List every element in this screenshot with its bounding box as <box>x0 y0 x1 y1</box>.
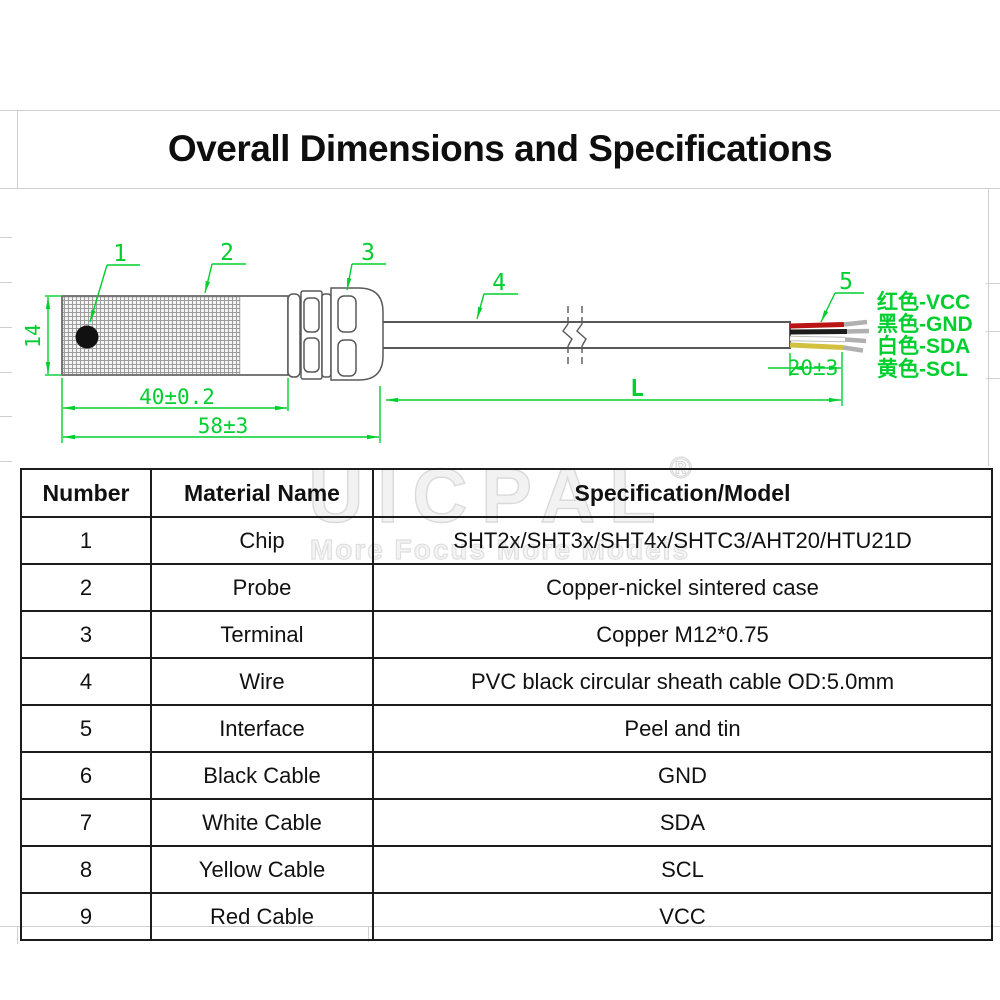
callout-4: 4 <box>492 270 506 296</box>
cell-spec: Copper M12*0.75 <box>372 610 993 659</box>
cable <box>383 321 791 349</box>
cell-material: Terminal <box>150 610 374 659</box>
col-header-number: Number <box>20 468 152 518</box>
dim-probe-lines <box>61 378 289 443</box>
dim-height-lines <box>45 295 61 376</box>
gridline <box>986 283 1000 284</box>
wire-label-black-gnd: 黑色-GND <box>877 312 973 336</box>
wire-label-red-vcc: 红色-VCC <box>877 290 970 314</box>
cell-number: 1 <box>20 516 152 565</box>
spec-table-wrap: Number Material Name Specification/Model… <box>20 468 993 941</box>
gridline <box>0 282 12 283</box>
dim-cable-length-label: L <box>630 376 644 402</box>
callout-leader-5 <box>820 292 864 323</box>
cell-number: 8 <box>20 845 152 894</box>
cell-material: Probe <box>150 563 374 612</box>
gridline <box>0 327 12 328</box>
cell-spec: SCL <box>372 845 993 894</box>
wire-red-tin <box>843 319 868 327</box>
gridline <box>0 461 12 462</box>
callout-leader-3 <box>346 263 386 291</box>
callout-leader-2 <box>204 263 246 294</box>
gridline <box>0 188 1000 189</box>
dim-body-label: 58±3 <box>198 414 249 438</box>
gridline <box>986 331 1000 332</box>
cable-break-icon <box>562 306 587 366</box>
wire-label-yellow-scl: 黄色-SCL <box>877 357 968 381</box>
stripped-wires <box>789 319 870 353</box>
dim-probe-label: 40±0.2 <box>139 385 215 409</box>
cell-spec: Copper-nickel sintered case <box>372 563 993 612</box>
gridline <box>0 416 12 417</box>
cell-spec: SHT2x/SHT3x/SHT4x/SHTC3/AHT20/HTU21D <box>372 516 993 565</box>
gridline <box>17 926 18 944</box>
gridline <box>0 372 12 373</box>
wire-label-white-sda: 白色-SDA <box>877 334 970 358</box>
cell-number: 4 <box>20 657 152 706</box>
cell-number: 3 <box>20 610 152 659</box>
wire-yellow-tin <box>842 345 864 353</box>
callout-2: 2 <box>220 240 234 266</box>
cell-material: Black Cable <box>150 751 374 800</box>
cell-number: 2 <box>20 563 152 612</box>
dim-height-label: 14 <box>21 324 45 348</box>
probe-body <box>61 295 289 376</box>
dim-body-lines <box>63 386 381 443</box>
wire-white-core <box>789 336 846 342</box>
callout-5: 5 <box>839 269 853 295</box>
cell-spec: SDA <box>372 798 993 847</box>
wire-red <box>789 322 845 329</box>
gridline <box>0 110 1000 111</box>
cell-material: White Cable <box>150 798 374 847</box>
callout-leader-4 <box>476 293 518 320</box>
wire-black-tin <box>846 328 870 334</box>
dim-strip-label: 20±3 <box>788 356 839 380</box>
cell-spec: PVC black circular sheath cable OD:5.0mm <box>372 657 993 706</box>
gridline <box>0 237 12 238</box>
cell-material: Red Cable <box>150 892 374 941</box>
dim-length-lines <box>386 352 843 406</box>
callout-leader-1 <box>89 264 140 323</box>
gridline <box>17 110 18 188</box>
cell-material: Yellow Cable <box>150 845 374 894</box>
cell-material: Wire <box>150 657 374 706</box>
col-header-spec: Specification/Model <box>372 468 993 518</box>
table-header-row: Number Material Name Specification/Model <box>20 468 993 518</box>
cell-spec: GND <box>372 751 993 800</box>
gridline <box>988 188 989 466</box>
dimension-drawing: 1 2 3 4 5 14 40±0.2 58±3 L 20±3 红色-VCC 黑… <box>21 240 973 443</box>
cell-number: 7 <box>20 798 152 847</box>
col-header-material: Material Name <box>150 468 374 518</box>
cell-number: 6 <box>20 751 152 800</box>
terminal <box>287 287 384 381</box>
spec-table: Number Material Name Specification/Model… <box>20 468 993 941</box>
callout-3: 3 <box>361 240 375 266</box>
callout-1: 1 <box>113 241 127 267</box>
cell-spec: Peel and tin <box>372 704 993 753</box>
cell-number: 5 <box>20 704 152 753</box>
cell-material: Interface <box>150 704 374 753</box>
cell-spec: VCC <box>372 892 993 941</box>
page-title: Overall Dimensions and Specifications <box>167 128 833 169</box>
cell-number: 9 <box>20 892 152 941</box>
gridline <box>986 378 1000 379</box>
wire-yellow <box>789 342 844 350</box>
dim-strip-lines <box>768 353 841 376</box>
cell-material: Chip <box>150 516 374 565</box>
wire-white-tin <box>844 337 867 344</box>
wire-black <box>789 329 848 335</box>
chip-dot <box>75 325 99 349</box>
